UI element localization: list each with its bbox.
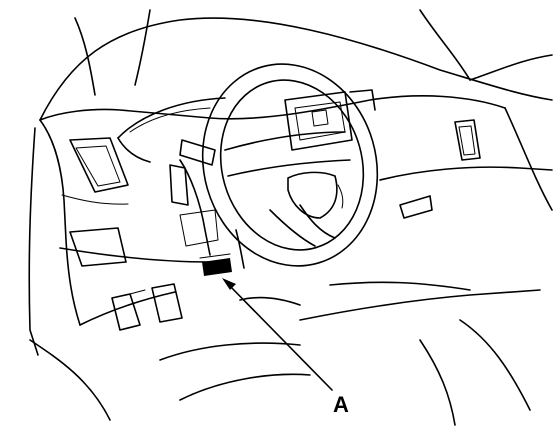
windshield-frame — [39, 9, 553, 121]
left-switch-panel — [61, 194, 129, 267]
data-link-connector — [199, 253, 232, 276]
right-air-vent — [454, 119, 481, 161]
floor-and-seat — [29, 296, 531, 426]
callout-leader — [222, 278, 333, 391]
callout-label-a: A — [333, 392, 349, 417]
pedals — [111, 283, 183, 331]
glove-box-latch — [399, 195, 433, 219]
left-air-vent — [69, 137, 129, 193]
dashboard-body — [28, 95, 553, 356]
steering-wheel — [201, 63, 379, 267]
instrument-cluster-hood — [117, 97, 226, 163]
steering-column — [169, 139, 245, 269]
